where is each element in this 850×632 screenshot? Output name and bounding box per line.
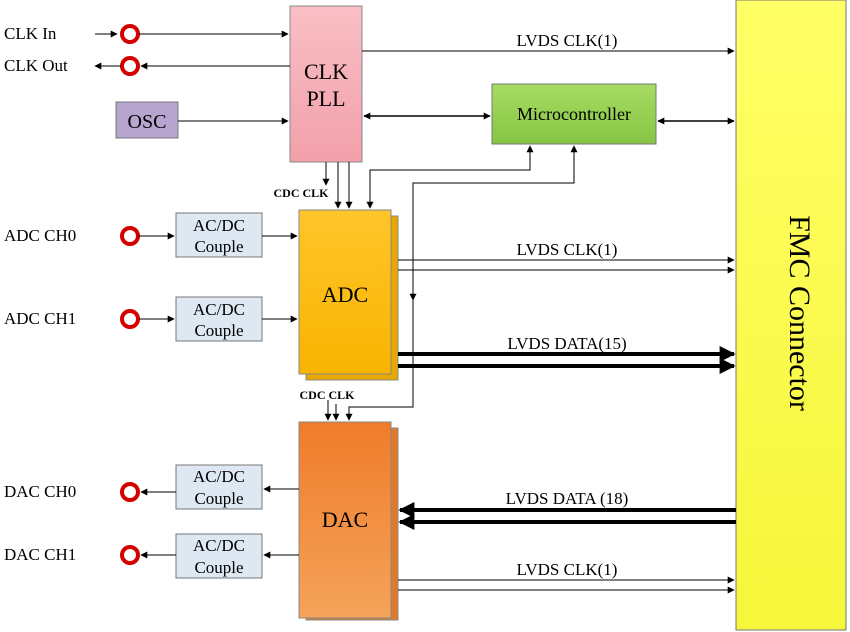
couple-dac-ch0-line2: Couple bbox=[194, 489, 243, 508]
port-adc-ch1-label: ADC CH1 bbox=[4, 309, 76, 328]
port-adc-ch0-label: ADC CH0 bbox=[4, 226, 76, 245]
couple-adc-ch1-line2: Couple bbox=[194, 321, 243, 340]
clk-pll-label-line2: PLL bbox=[306, 86, 345, 111]
adc-label: ADC bbox=[322, 282, 368, 307]
couple-adc-ch1: AC/DC Couple bbox=[175, 296, 263, 342]
label-lvds-data-adc: LVDS DATA(15) bbox=[507, 334, 626, 353]
clk-out-connector-icon bbox=[120, 56, 140, 76]
label-lvds-data-dac: LVDS DATA (18) bbox=[506, 489, 629, 508]
adc-ch0-connector-icon bbox=[120, 226, 140, 246]
couple-dac-ch1-line1: AC/DC bbox=[193, 536, 245, 555]
fmc-connector-label: FMC Connector bbox=[783, 215, 816, 411]
couple-adc-ch0-line1: AC/DC bbox=[193, 216, 245, 235]
couple-dac-ch0: AC/DC Couple bbox=[175, 464, 263, 510]
wire-micro-to-adc bbox=[366, 145, 534, 209]
label-cdc-clk-adc: CDC CLK bbox=[273, 186, 329, 200]
couple-dac-ch0-line1: AC/DC bbox=[193, 467, 245, 486]
couple-adc-ch0: AC/DC Couple bbox=[175, 212, 263, 258]
couple-adc-ch1-line1: AC/DC bbox=[193, 300, 245, 319]
couple-adc-ch0-line2: Couple bbox=[194, 237, 243, 256]
port-clk-in-label: CLK In bbox=[4, 24, 57, 43]
dac-block bbox=[298, 421, 392, 619]
couple-dac-ch1: AC/DC Couple bbox=[175, 533, 263, 579]
adc-ch1-connector-icon bbox=[120, 309, 140, 329]
clk-in-connector-icon bbox=[120, 24, 140, 44]
label-lvds-clk-dac: LVDS CLK(1) bbox=[517, 560, 618, 579]
label-lvds-clk-top: LVDS CLK(1) bbox=[517, 31, 618, 50]
dac-ch0-connector-icon bbox=[120, 482, 140, 502]
osc-label: OSC bbox=[128, 111, 167, 133]
microcontroller-block bbox=[491, 83, 657, 145]
couple-dac-ch1-line2: Couple bbox=[194, 558, 243, 577]
fmc-connector-block bbox=[735, 0, 847, 631]
dac-label: DAC bbox=[322, 507, 368, 532]
dac-ch1-connector-icon bbox=[120, 545, 140, 565]
label-lvds-clk-adc: LVDS CLK(1) bbox=[517, 240, 618, 259]
port-dac-ch1-label: DAC CH1 bbox=[4, 545, 76, 564]
clk-pll-block bbox=[289, 5, 363, 163]
port-clk-out-label: CLK Out bbox=[4, 56, 68, 75]
label-cdc-clk-dac: CDC CLK bbox=[299, 388, 355, 402]
clk-pll-label-line1: CLK bbox=[304, 59, 348, 84]
microcontroller-label: Microcontroller bbox=[517, 104, 631, 124]
osc-block bbox=[115, 101, 179, 139]
port-dac-ch0-label: DAC CH0 bbox=[4, 482, 76, 501]
